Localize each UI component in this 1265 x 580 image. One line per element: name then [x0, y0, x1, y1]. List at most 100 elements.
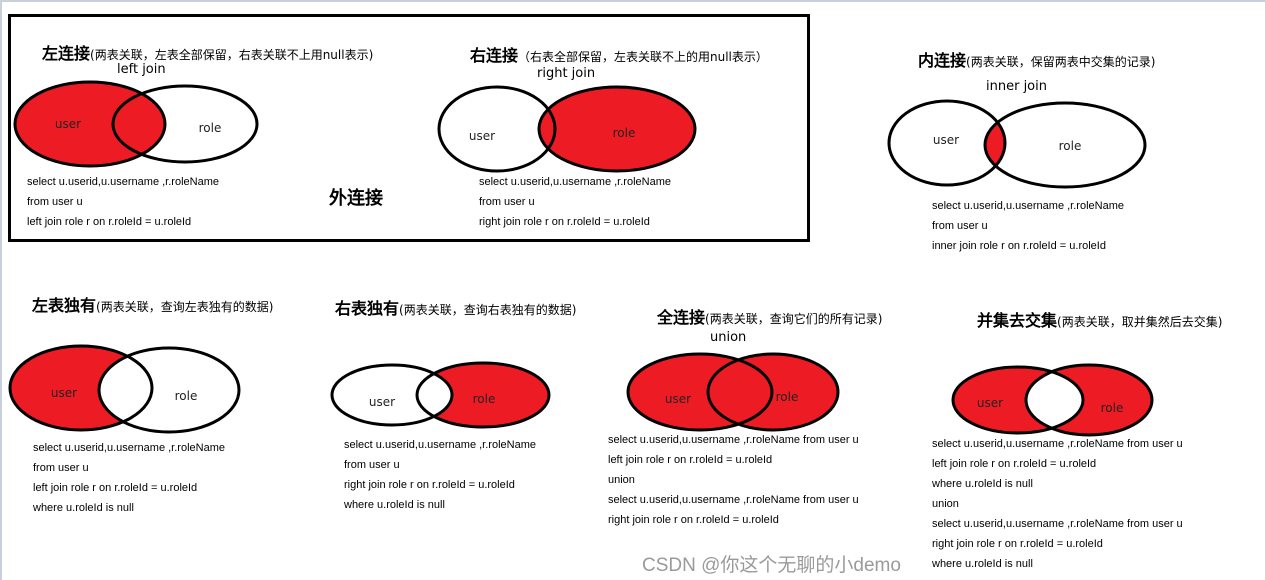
diagram-title: 内连接	[918, 51, 967, 70]
left-set-outline	[626, 352, 774, 432]
left-only-title: 左表独有(两表关联，查询左表独有的数据)	[32, 292, 273, 316]
sql-line: where u.roleId is null	[344, 499, 445, 511]
left-set-outline	[8, 344, 154, 432]
right-set-outline	[415, 361, 551, 429]
sql-line: select u.userid,u.username ,r.roleName	[344, 439, 536, 451]
inner-join-venn: user role	[887, 99, 1147, 189]
left-set-outline	[330, 363, 454, 427]
right-set-outline	[111, 84, 259, 164]
right-set-outline	[706, 352, 840, 432]
diagram-description: （右表全部保留，左表关联不上的用null表示）	[518, 50, 768, 64]
diagram-description: (两表关联，查询左表独有的数据)	[96, 300, 274, 314]
left-set-outline	[437, 85, 557, 173]
sql-line: left join role r on r.roleId = u.roleId	[27, 216, 192, 228]
symmetric-difference-sql: select u.userid,u.username ,r.roleName f…	[932, 434, 1183, 574]
diagram-description: (两表关联，保留两表中交集的记录)	[966, 55, 1156, 69]
right-only-sql: select u.userid,u.username ,r.roleName fr…	[344, 435, 536, 515]
sql-line: select u.userid,u.username ,r.roleName f…	[932, 518, 1183, 530]
right-set-outline	[97, 346, 241, 434]
right-set-outline	[1024, 363, 1154, 437]
sql-line: right join role r on r.roleId = u.roleId	[932, 538, 1103, 550]
sql-line: from user u	[932, 220, 988, 232]
right-set-label: role	[776, 390, 799, 404]
sql-line: left join role r on r.roleId = u.roleId	[33, 482, 198, 494]
left-set-fill	[15, 82, 165, 166]
left-join-venn: user role	[13, 80, 259, 168]
intersection-fill	[1026, 367, 1083, 433]
sql-line: select u.userid,u.username ,r.roleName	[33, 442, 225, 454]
diagram-title: 左连接	[42, 44, 91, 63]
sql-line: left join role r on r.roleId = u.roleId	[608, 454, 773, 466]
left-set-label: user	[369, 395, 395, 409]
left-join-join-label: left join	[117, 62, 166, 77]
full-join-sql: select u.userid,u.username ,r.roleName f…	[608, 430, 859, 530]
right-set-outline	[983, 101, 1147, 189]
left-set-outline	[951, 365, 1085, 435]
left-set-label: user	[665, 392, 691, 406]
sql-line: right join role r on r.roleId = u.roleId	[608, 514, 779, 526]
right-join-title: 右连接（右表全部保留，左表关联不上的用null表示）	[470, 42, 768, 66]
outer-join-group-box	[8, 14, 810, 242]
left-set-label: user	[55, 117, 81, 131]
right-set-label: role	[175, 389, 198, 403]
diagram-title: 左表独有	[32, 296, 97, 315]
diagram-title: 右表独有	[335, 299, 400, 318]
sql-line: select u.userid,u.username ,r.roleName	[932, 200, 1124, 212]
diagram-title: 右连接	[470, 46, 519, 65]
right-set-fill	[417, 363, 549, 427]
left-join-title: 左连接(两表关联，左表全部保留，右表关联不上用null表示)	[42, 40, 373, 64]
left-set-fill	[889, 101, 1005, 185]
diagram-description: (两表关联，左表全部保留，右表关联不上用null表示)	[90, 48, 374, 62]
right-only-venn: user role	[330, 361, 551, 429]
left-set-fill	[439, 87, 555, 171]
sql-line: select u.userid,u.username ,r.roleName	[479, 176, 671, 188]
right-set-label: role	[1101, 401, 1124, 415]
right-join-venn: user role	[437, 85, 697, 173]
left-set-label: user	[933, 133, 959, 147]
full-join-title: 全连接(两表关联，查询它们的所有记录)	[657, 304, 882, 328]
right-set-fill	[539, 87, 695, 171]
right-set-label: role	[613, 126, 636, 140]
sql-line: where u.roleId is null	[932, 558, 1033, 570]
right-join-join-label: right join	[537, 66, 596, 81]
watermark: CSDN @你这个无聊的小demo	[642, 555, 901, 576]
full-join-join-label: union	[710, 330, 747, 345]
right-set-label: role	[1059, 139, 1082, 153]
sql-line: where u.roleId is null	[33, 502, 134, 514]
sql-line: select u.userid,u.username ,r.roleName f…	[932, 438, 1183, 450]
left-set-outline	[887, 99, 1007, 187]
left-set-fill	[332, 365, 452, 425]
sql-line: select u.userid,u.username ,r.roleName f…	[608, 494, 859, 506]
sql-line: from user u	[33, 462, 89, 474]
right-set-label: role	[473, 392, 496, 406]
right-set-outline	[537, 85, 697, 173]
sql-line: inner join role r on r.roleId = u.roleId	[932, 240, 1106, 252]
right-set-label: role	[199, 121, 222, 135]
left-set-outline	[13, 80, 167, 168]
inner-join-sql: select u.userid,u.username ,r.roleName fr…	[932, 196, 1124, 256]
sql-line: from user u	[27, 196, 83, 208]
sql-line: left join role r on r.roleId = u.roleId	[932, 458, 1097, 470]
inner-join-title: 内连接(两表关联，保留两表中交集的记录)	[918, 47, 1155, 71]
right-set-fill	[99, 348, 239, 432]
symmetric-difference-title: 并集去交集(两表关联，取并集然后去交集)	[977, 307, 1222, 331]
diagram-description: (两表关联，取并集然后去交集)	[1057, 315, 1223, 329]
full-join-venn: user role	[626, 352, 840, 432]
left-set-label: user	[469, 129, 495, 143]
outer-join-label: 外连接	[329, 188, 383, 209]
sql-line: right join role r on r.roleId = u.roleId	[344, 479, 515, 491]
diagram-description: (两表关联，查询它们的所有记录)	[705, 312, 883, 326]
left-join-sql: select u.userid,u.username ,r.roleName fr…	[27, 172, 219, 232]
sql-line: select u.userid,u.username ,r.roleName	[27, 176, 219, 188]
sql-line: from user u	[344, 459, 400, 471]
diagram-title: 全连接	[657, 308, 706, 327]
sql-line: union	[932, 498, 959, 510]
left-only-sql: select u.userid,u.username ,r.roleName fr…	[33, 438, 225, 518]
diagram-title: 并集去交集	[977, 311, 1058, 330]
diagram-description: (两表关联，查询右表独有的数据)	[399, 303, 577, 317]
